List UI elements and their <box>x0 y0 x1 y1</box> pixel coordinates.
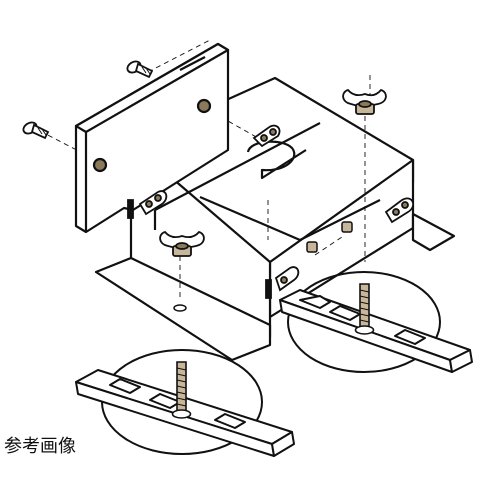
bracket-bottom <box>266 267 298 298</box>
rail-bolt-left <box>173 362 191 418</box>
washer-small <box>174 305 186 311</box>
bracket-right <box>386 198 413 222</box>
screw-left-mid <box>21 120 48 138</box>
cover-right-flange <box>413 214 454 250</box>
rail-detail-right <box>280 272 472 372</box>
side-plate-hole-bottom <box>94 159 106 171</box>
side-plate-slot <box>180 57 205 70</box>
rail-channel-right <box>280 290 472 372</box>
spacer-nut-1 <box>307 242 317 252</box>
bracket-top-center <box>254 126 280 146</box>
cover-inner-back-edge <box>200 197 380 240</box>
cover-top-cutout <box>248 142 306 178</box>
wing-nut-right <box>343 90 386 114</box>
side-plate-hole-top <box>198 100 210 112</box>
rail-bolt-right <box>356 284 374 334</box>
screw-left-top <box>125 59 152 77</box>
bracket-left <box>128 191 166 218</box>
wing-nut-center <box>160 232 204 256</box>
detail-circle-right <box>288 272 440 372</box>
caption-reference-image: 参考画像 <box>4 436 76 457</box>
spacer-nut-2 <box>342 222 352 232</box>
cover-inner-edge <box>155 123 320 230</box>
rail-detail-left <box>76 350 294 456</box>
